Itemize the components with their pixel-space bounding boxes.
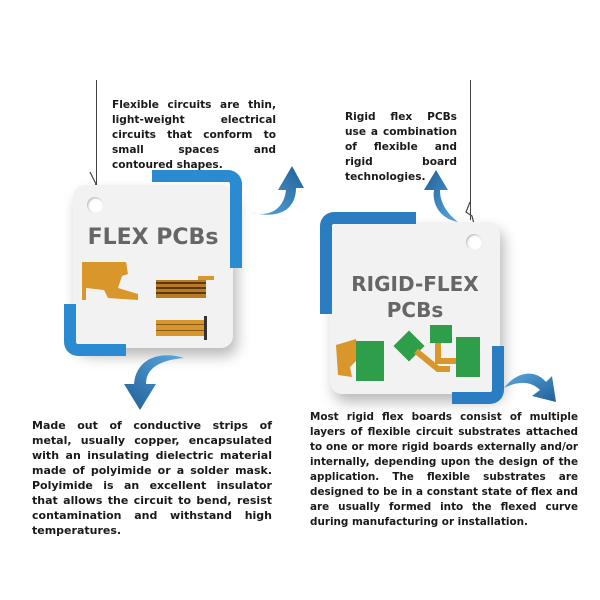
accent-bracket-top-left [320,212,416,314]
rigid-flex-caption-top: Rigid flex PCBs use a combination of fle… [345,111,457,183]
accent-bracket-bottom-right [452,346,504,404]
hanging-string-rigid-flex [470,80,471,220]
rigid-flex-card-title-line1: RIGID-FLEX [351,272,479,296]
rigid-flex-pcb-card: RIGID-FLEX PCBs [330,222,500,394]
curved-arrow-up-icon [250,166,304,215]
accent-bracket-bottom-left [64,304,126,356]
hanging-string-flex [96,80,97,190]
hook-icon [465,201,475,225]
card-hole [87,197,103,213]
flex-caption-bottom: Made out of conductive strips of metal, … [32,419,272,537]
flex-card-title: FLEX PCBs [87,225,219,250]
curved-arrow-up-icon [424,170,458,222]
rigid-flex-pcb-image [336,325,480,381]
rigid-flex-caption-bottom: Most rigid flex boards consist of multip… [310,411,578,528]
accent-bracket-top-right [152,170,242,268]
curved-arrow-right-down-icon [504,373,556,402]
flex-caption-top: Flexible circuits are thin, light-weight… [112,99,276,171]
curved-arrow-down-icon [124,355,184,410]
card-hole [466,234,482,250]
flex-pcb-image [82,262,214,340]
